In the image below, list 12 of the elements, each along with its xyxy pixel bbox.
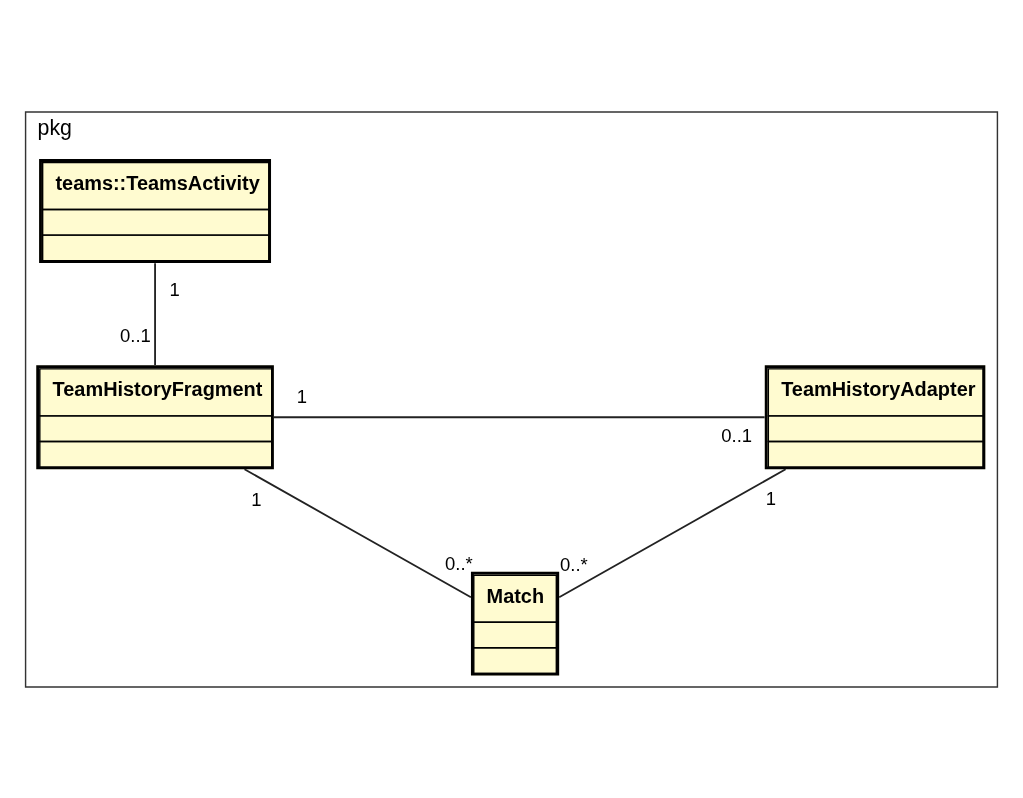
label: 1: [765, 487, 777, 509]
label: 0..1: [120, 324, 151, 346]
connector: [154, 261, 156, 366]
connector: [272, 415, 766, 418]
connector: [558, 467, 787, 598]
label: 0..*: [560, 553, 588, 575]
label: 0..1: [721, 424, 753, 446]
label: 1: [169, 278, 180, 300]
label: 1: [296, 385, 308, 407]
label: 0..*: [445, 552, 473, 574]
connector: [243, 467, 472, 598]
label: 1: [251, 488, 262, 510]
